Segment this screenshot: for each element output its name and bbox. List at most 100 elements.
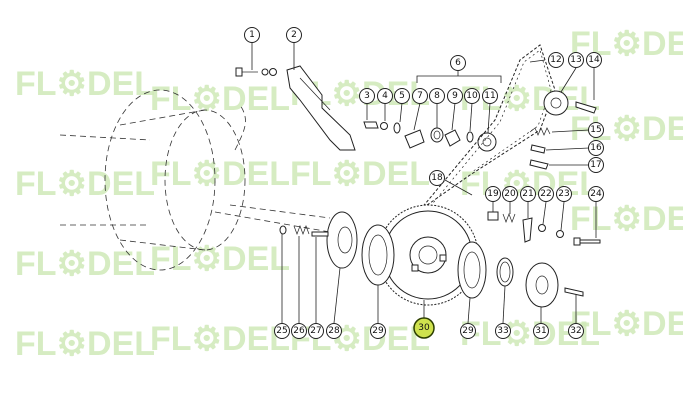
- small-sprocket-13: [543, 90, 597, 116]
- callout-33: 33: [495, 323, 511, 339]
- callout-29-left: 29: [370, 323, 386, 339]
- watermark-text: FL⚙DEL: [570, 200, 683, 238]
- callout-5: 5: [394, 88, 410, 104]
- callout-22: 22: [538, 186, 554, 202]
- watermark-text: FL⚙DEL: [15, 325, 155, 363]
- watermark-layer: FL⚙DEL FL⚙DEL FL⚙DEL FL⚙DEL FL⚙DEL FL⚙DE…: [15, 25, 683, 363]
- callout-8: 8: [429, 88, 445, 104]
- callout-29-right: 29: [460, 323, 476, 339]
- callout-4: 4: [377, 88, 393, 104]
- watermark-text: FL⚙DEL: [570, 305, 683, 343]
- callout-9: 9: [447, 88, 463, 104]
- callout-14: 14: [586, 52, 602, 68]
- callout-label: 10: [466, 91, 478, 101]
- large-sprocket-30: [377, 204, 479, 306]
- callout-10: 10: [464, 88, 480, 104]
- callout-label: 3: [364, 91, 370, 101]
- callout-label: 1: [249, 30, 255, 40]
- watermark-text: FL⚙DEL: [290, 155, 430, 193]
- callout-24: 24: [588, 186, 604, 202]
- callout-11: 11: [482, 88, 498, 104]
- watermark-text: FL⚙DEL: [150, 320, 290, 358]
- drum-outline: [59, 89, 331, 271]
- callout-label: 17: [590, 160, 601, 170]
- callout-15: 15: [588, 122, 604, 138]
- shaft-assembly-7-11: [404, 127, 497, 152]
- watermark-text: FL⚙DEL: [15, 245, 155, 283]
- pin-32: [564, 287, 584, 297]
- callout-label: 31: [535, 326, 546, 336]
- flange-hub-31: [525, 262, 559, 308]
- tensioner-parts-15-17: [529, 127, 551, 170]
- callout-label: 12: [550, 55, 561, 65]
- callout-19: 19: [485, 186, 501, 202]
- callout-28: 28: [326, 323, 342, 339]
- small-hardware-3-5: [363, 121, 401, 134]
- callout-label: 15: [590, 125, 601, 135]
- callout-12: 12: [548, 52, 564, 68]
- friction-disc-29-right: [457, 241, 487, 299]
- callout-17: 17: [588, 157, 604, 173]
- callout-26: 26: [291, 323, 307, 339]
- callout-label: 16: [590, 143, 602, 153]
- callout-23: 23: [556, 186, 572, 202]
- watermark-text: FL⚙DEL: [15, 65, 155, 103]
- callout-label: 32: [570, 326, 581, 336]
- callout-25: 25: [274, 323, 290, 339]
- callout-label: 30: [418, 323, 430, 333]
- callout-label: 18: [431, 173, 443, 183]
- callout-label: 21: [522, 189, 533, 199]
- callout-label: 9: [452, 91, 458, 101]
- callout-21: 21: [520, 186, 536, 202]
- callout-3: 3: [359, 88, 375, 104]
- callout-label: 29: [372, 326, 384, 336]
- drive-chain: [419, 44, 556, 215]
- callout-label: 33: [497, 326, 508, 336]
- watermark-text: FL⚙DEL: [15, 165, 155, 203]
- bolt-part-1: [235, 67, 277, 77]
- friction-disc-29-left: [361, 224, 395, 286]
- callout-2: 2: [286, 27, 302, 43]
- callout-label: 24: [590, 189, 602, 199]
- callout-label: 11: [484, 91, 495, 101]
- callout-label: 29: [462, 326, 474, 336]
- callout-label: 6: [455, 58, 461, 68]
- watermark-text: FL⚙DEL: [570, 110, 683, 148]
- callout-32: 32: [568, 323, 584, 339]
- callout-27: 27: [308, 323, 324, 339]
- callout-label: 20: [504, 189, 516, 199]
- callout-label: 5: [399, 91, 405, 101]
- callout-label: 4: [382, 91, 388, 101]
- callout-18: 18: [429, 170, 445, 186]
- callout-label: 8: [434, 91, 440, 101]
- callout-7: 7: [412, 88, 428, 104]
- callouts: 1 2 3 4 5 6 7 8 9 10 11 12 13 14 15 16 1…: [244, 27, 604, 339]
- callout-label: 22: [540, 189, 551, 199]
- callout-label: 19: [487, 189, 499, 199]
- callout-label: 25: [276, 326, 287, 336]
- callout-label: 27: [310, 326, 321, 336]
- callout-label: 23: [558, 189, 569, 199]
- callout-label: 28: [328, 326, 340, 336]
- spring-bolt-25-27: [279, 225, 329, 237]
- callout-6: 6: [450, 55, 466, 71]
- hardware-19-24: [487, 211, 601, 246]
- hub-28: [326, 211, 358, 269]
- callout-16: 16: [588, 140, 604, 156]
- callout-13: 13: [568, 52, 584, 68]
- watermark-text: FL⚙DEL: [150, 80, 290, 118]
- bracket-part-2: [286, 65, 356, 151]
- callout-label: 7: [417, 91, 423, 101]
- callout-1: 1: [244, 27, 260, 43]
- callout-label: 14: [588, 55, 600, 65]
- callout-label: 2: [291, 30, 297, 40]
- ring-33: [496, 257, 514, 287]
- watermark-text: FL⚙DEL: [150, 155, 290, 193]
- callout-31: 31: [533, 323, 549, 339]
- callout-label: 26: [293, 326, 305, 336]
- callout-30: 30: [413, 317, 435, 339]
- callout-20: 20: [502, 186, 518, 202]
- callout-label: 13: [570, 55, 581, 65]
